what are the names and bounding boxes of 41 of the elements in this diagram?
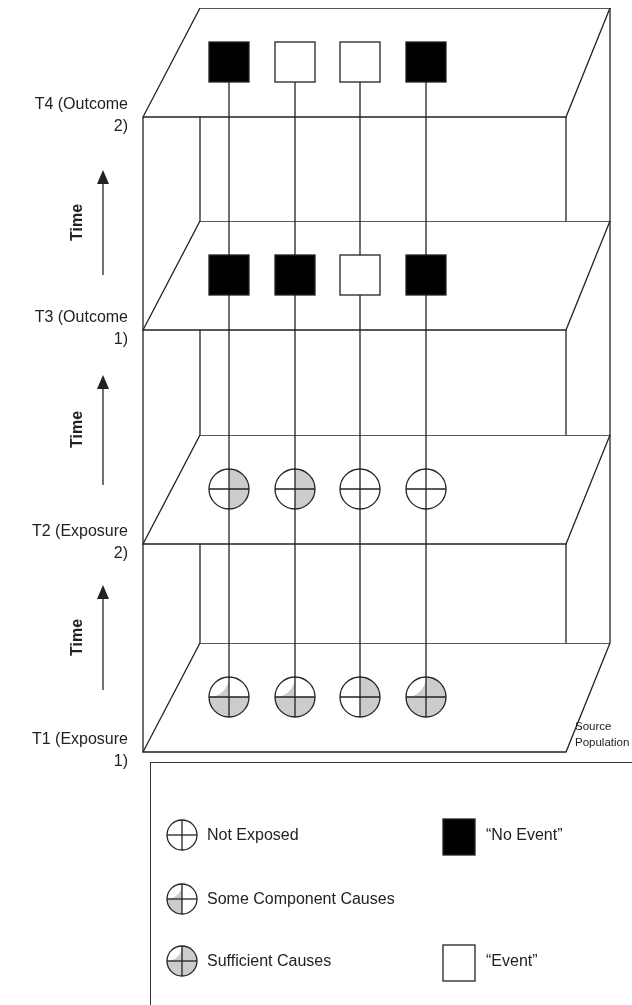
connector-line xyxy=(228,81,230,256)
legend-label: “Event” xyxy=(486,952,538,970)
quartered-circle-marker xyxy=(338,675,382,719)
quartered-circle-marker xyxy=(338,467,382,511)
connector-line xyxy=(359,81,361,256)
quartered-circle-marker xyxy=(404,675,448,719)
connector-line xyxy=(294,294,296,470)
connector-line xyxy=(425,294,427,470)
square-marker xyxy=(405,41,447,83)
connector-line xyxy=(359,294,361,470)
square-marker xyxy=(339,254,381,296)
legend-label: “No Event” xyxy=(486,826,563,844)
connector-line xyxy=(294,508,296,678)
square-marker xyxy=(339,41,381,83)
time-point-label: T1 (Exposure 1) xyxy=(30,729,128,771)
connector-line xyxy=(425,508,427,678)
connector-line xyxy=(359,508,361,678)
time-point-label: T3 (Outcome 1) xyxy=(33,307,128,349)
quartered-circle-marker xyxy=(207,467,251,511)
quartered-circle-marker xyxy=(273,675,317,719)
time-point-label: T2 (Exposure 2) xyxy=(30,521,128,563)
time-label: Time xyxy=(68,618,86,656)
legend-label: Sufficient Causes xyxy=(207,952,332,970)
time-point-label: T4 (Outcome 2) xyxy=(33,94,128,136)
quartered-circle-marker xyxy=(404,467,448,511)
square-marker xyxy=(208,254,250,296)
square-marker xyxy=(405,254,447,296)
connector-line xyxy=(425,81,427,256)
square-marker xyxy=(274,254,316,296)
quartered-circle-marker xyxy=(273,467,317,511)
quartered-circle-marker xyxy=(207,675,251,719)
square-marker xyxy=(274,41,316,83)
square-marker xyxy=(208,41,250,83)
connector-line xyxy=(294,81,296,256)
time-label: Time xyxy=(68,410,86,448)
time-label: Time xyxy=(68,203,86,241)
legend-label: Some Component Causes xyxy=(207,890,395,908)
plane-caption: Source Population xyxy=(575,719,631,750)
connector-line xyxy=(228,508,230,678)
legend-label: Not Exposed xyxy=(207,826,299,844)
connector-line xyxy=(228,294,230,470)
